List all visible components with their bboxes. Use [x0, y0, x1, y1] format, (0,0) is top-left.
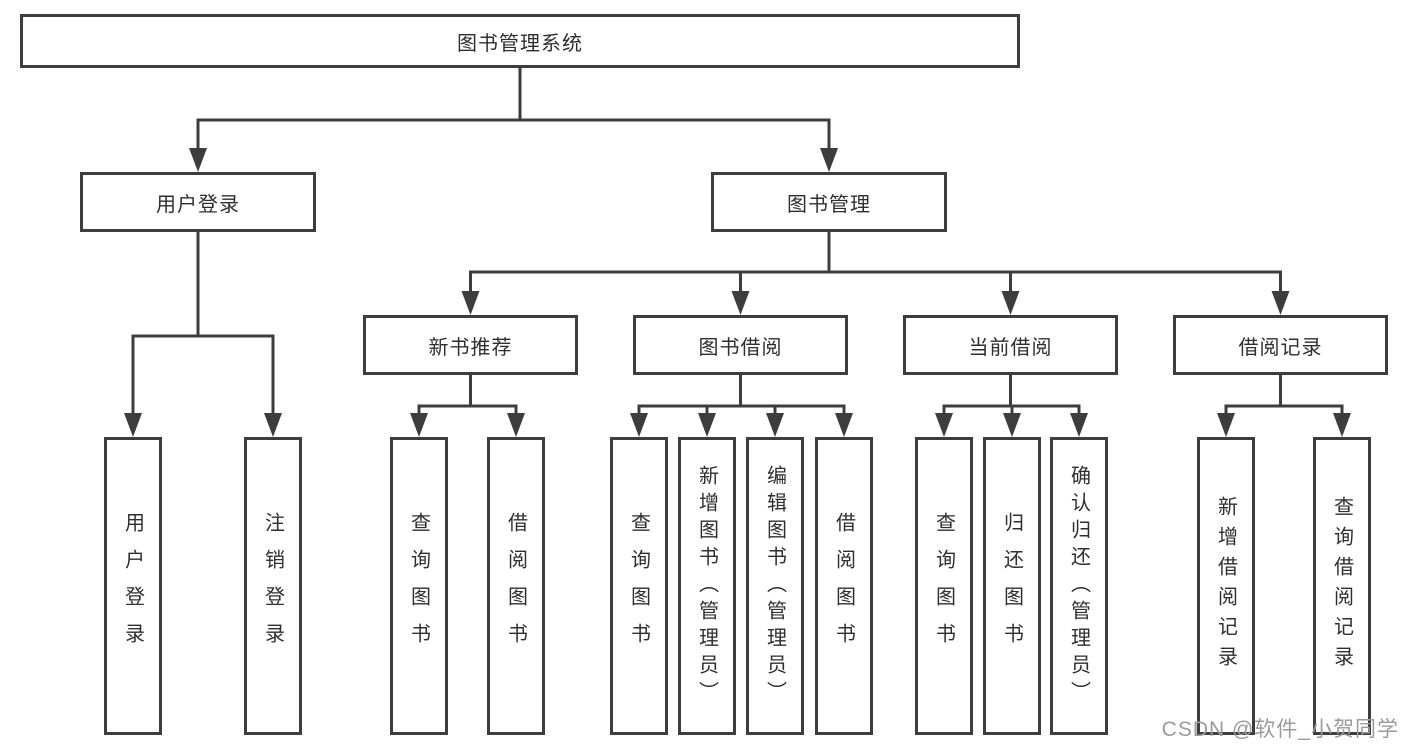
- node-user-login: 用户登录: [80, 172, 316, 232]
- leaf-query-borrow-record: 查询借阅记录: [1313, 437, 1371, 735]
- leaf-logout-label: 注销登录: [261, 512, 284, 660]
- node-book-management: 图书管理: [711, 172, 947, 232]
- leaf-query-books-current-label: 查询图书: [932, 512, 955, 660]
- leaf-query-books-borrow-label: 查询图书: [627, 512, 650, 660]
- node-book-system-label: 图书管理系统: [457, 32, 583, 55]
- leaf-query-books-current: 查询图书: [915, 437, 973, 735]
- node-user-login-label: 用户登录: [156, 193, 240, 216]
- node-book-borrow: 图书借阅: [633, 315, 848, 375]
- arrowheads: [124, 148, 1351, 437]
- node-new-book-recommend-label: 新书推荐: [428, 336, 513, 359]
- leaf-return-books: 归还图书: [983, 437, 1041, 735]
- node-borrow-records: 借阅记录: [1173, 315, 1388, 375]
- leaf-confirm-return-admin: 确认归还（管理员）: [1050, 437, 1108, 735]
- leaf-query-books-recommend: 查询图书: [390, 437, 448, 735]
- leaf-user-login-label: 用户登录: [121, 512, 144, 660]
- leaf-borrow-books: 借阅图书: [815, 437, 873, 735]
- node-book-management-label: 图书管理: [787, 193, 871, 216]
- leaf-add-books-admin: 新增图书（管理员）: [678, 437, 736, 735]
- leaf-query-books-borrow: 查询图书: [610, 437, 668, 735]
- node-borrow-records-label: 借阅记录: [1238, 336, 1323, 359]
- leaf-borrow-books-recommend-label: 借阅图书: [504, 512, 527, 660]
- node-book-borrow-label: 图书借阅: [698, 336, 783, 359]
- leaf-return-books-label: 归还图书: [1000, 512, 1023, 660]
- leaf-query-books-recommend-label: 查询图书: [407, 512, 430, 660]
- node-book-system: 图书管理系统: [20, 14, 1020, 68]
- leaf-add-borrow-record-label: 新增借阅记录: [1214, 496, 1237, 676]
- leaf-confirm-return-admin-label: 确认归还（管理员）: [1067, 464, 1090, 708]
- node-current-borrow: 当前借阅: [903, 315, 1118, 375]
- leaf-edit-books-admin-label: 编辑图书（管理员）: [763, 464, 786, 708]
- leaf-user-login: 用户登录: [104, 437, 162, 735]
- watermark: CSDN @软件_小贺同学: [1161, 718, 1399, 741]
- node-current-borrow-label: 当前借阅: [968, 336, 1053, 359]
- leaf-borrow-books-recommend: 借阅图书: [487, 437, 545, 735]
- leaf-query-borrow-record-label: 查询借阅记录: [1330, 496, 1353, 676]
- leaf-logout: 注销登录: [244, 437, 302, 735]
- leaf-borrow-books-label: 借阅图书: [832, 512, 855, 660]
- node-new-book-recommend: 新书推荐: [363, 315, 578, 375]
- leaf-add-books-admin-label: 新增图书（管理员）: [695, 464, 718, 708]
- leaf-edit-books-admin: 编辑图书（管理员）: [746, 437, 804, 735]
- leaf-add-borrow-record: 新增借阅记录: [1197, 437, 1255, 735]
